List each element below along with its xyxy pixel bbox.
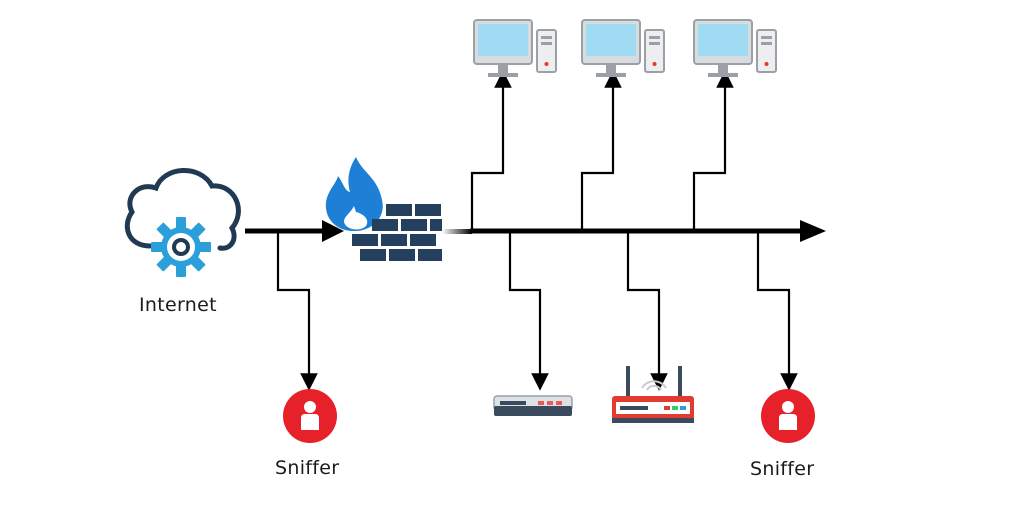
computer-icon bbox=[581, 19, 665, 77]
flame-icon bbox=[325, 157, 383, 232]
branch-down-switch bbox=[508, 231, 549, 391]
cloud-gear-icon bbox=[125, 168, 241, 277]
backbone-arrow-head bbox=[800, 220, 826, 242]
switch-icon bbox=[493, 395, 573, 416]
sniffer-label-left: Sniffer bbox=[275, 457, 340, 479]
branch-down-router bbox=[626, 231, 668, 391]
router-icon bbox=[612, 366, 694, 423]
computer-icon bbox=[693, 19, 777, 77]
internet-label: Internet bbox=[139, 294, 217, 316]
sniffer-label-right: Sniffer bbox=[750, 458, 815, 480]
gear-icon bbox=[151, 217, 211, 277]
branch-up-3 bbox=[692, 70, 734, 231]
sniffer-person-icon bbox=[761, 389, 815, 443]
backbone-fade bbox=[442, 229, 472, 234]
firewall-icon bbox=[325, 157, 442, 261]
computer-icon bbox=[473, 19, 557, 77]
arrow-head bbox=[322, 220, 344, 242]
sniffer-person-icon bbox=[283, 389, 337, 443]
tap-line-left-sniffer bbox=[276, 231, 318, 391]
branch-up-2 bbox=[580, 70, 622, 231]
branch-down-right-sniffer bbox=[756, 231, 798, 391]
branch-up-1 bbox=[470, 70, 512, 231]
